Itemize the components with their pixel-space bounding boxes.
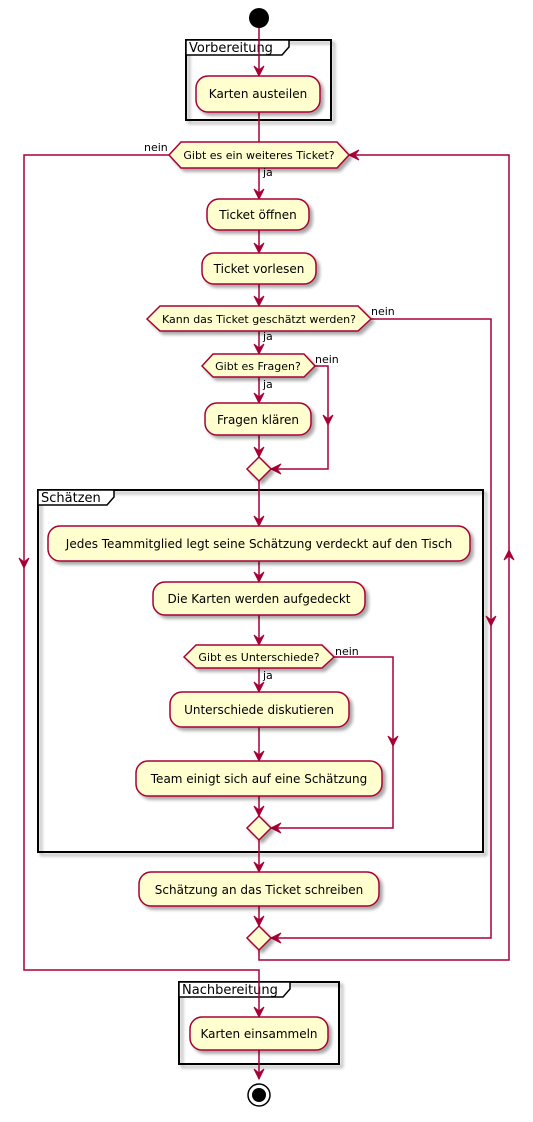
flow-arrowheads	[18, 65, 515, 1081]
decision-ticket-schaetzbar: Kann das Ticket geschätzt werden?	[145, 305, 373, 332]
activity-ticket-vorlesen: Ticket vorlesen	[201, 252, 317, 285]
svg-text:Team einigt sich auf eine Schä: Team einigt sich auf eine Schätzung	[150, 772, 367, 786]
svg-text:Kann das Ticket geschätzt werd: Kann das Ticket geschätzt werden?	[162, 313, 356, 326]
activity-team-einigt-sich: Team einigt sich auf eine Schätzung	[135, 760, 383, 797]
partition-title-schaetzen: Schätzen	[41, 491, 101, 506]
activity-unterschiede-diskutieren: Unterschiede diskutieren	[169, 691, 350, 728]
label-ja-unterschiede: ja	[262, 669, 273, 682]
activity-schaetzung-verdeckt: Jedes Teammitglied legt seine Schätzung …	[47, 525, 471, 562]
activity-karten-einsammeln: Karten einsammeln	[189, 1016, 329, 1051]
svg-text:Gibt es Fragen?: Gibt es Fragen?	[215, 360, 301, 373]
label-ja-fragen: ja	[262, 378, 273, 391]
svg-text:Fragen klären: Fragen klären	[217, 413, 299, 427]
svg-text:Ticket vorlesen: Ticket vorlesen	[213, 262, 305, 276]
activity-fragen-klaeren: Fragen klären	[204, 402, 312, 436]
start-node	[249, 8, 269, 28]
partition-schaetzen: Schätzen	[37, 489, 484, 853]
decision-fragen: Gibt es Fragen?	[200, 353, 317, 378]
partition-title-nachbereitung: Nachbereitung	[182, 983, 278, 998]
merge-fragen	[245, 455, 273, 483]
activity-karten-austeilen: Karten austeilen	[195, 75, 321, 113]
label-nein-unterschiede: nein	[335, 645, 359, 658]
label-ja-schaetzbar: ja	[262, 330, 273, 343]
svg-text:Schätzung an das Ticket schrei: Schätzung an das Ticket schreiben	[155, 883, 363, 897]
svg-text:Die Karten werden aufgedeckt: Die Karten werden aufgedeckt	[168, 592, 351, 606]
svg-text:Gibt es ein weiteres Ticket?: Gibt es ein weiteres Ticket?	[183, 149, 334, 162]
activity-ticket-oeffnen: Ticket öffnen	[206, 198, 310, 231]
merge-unterschiede	[245, 814, 273, 842]
end-node	[247, 1083, 271, 1107]
label-ja-weiteres-ticket: ja	[262, 166, 273, 179]
label-nein-schaetzbar: nein	[371, 305, 395, 318]
activity-karten-aufgedeckt: Die Karten werden aufgedeckt	[152, 581, 366, 616]
label-nein-fragen: nein	[315, 353, 339, 366]
activity-schaetzung-schreiben: Schätzung an das Ticket schreiben	[138, 871, 380, 907]
decision-weiteres-ticket: Gibt es ein weiteres Ticket?	[167, 141, 351, 169]
partition-title-vorbereitung: Vorbereitung	[189, 41, 273, 56]
svg-text:Karten austeilen: Karten austeilen	[209, 87, 307, 101]
svg-text:Gibt es Unterschiede?: Gibt es Unterschiede?	[198, 651, 319, 664]
merge-schaetzbar	[245, 924, 273, 952]
svg-text:Unterschiede diskutieren: Unterschiede diskutieren	[184, 703, 334, 717]
svg-text:Karten einsammeln: Karten einsammeln	[200, 1027, 317, 1041]
svg-text:Jedes Teammitglied legt seine: Jedes Teammitglied legt seine Schätzung …	[65, 537, 452, 551]
label-nein-weiteres-ticket: nein	[144, 141, 168, 154]
decision-unterschiede: Gibt es Unterschiede?	[182, 644, 336, 669]
svg-text:Ticket öffnen: Ticket öffnen	[218, 208, 297, 222]
